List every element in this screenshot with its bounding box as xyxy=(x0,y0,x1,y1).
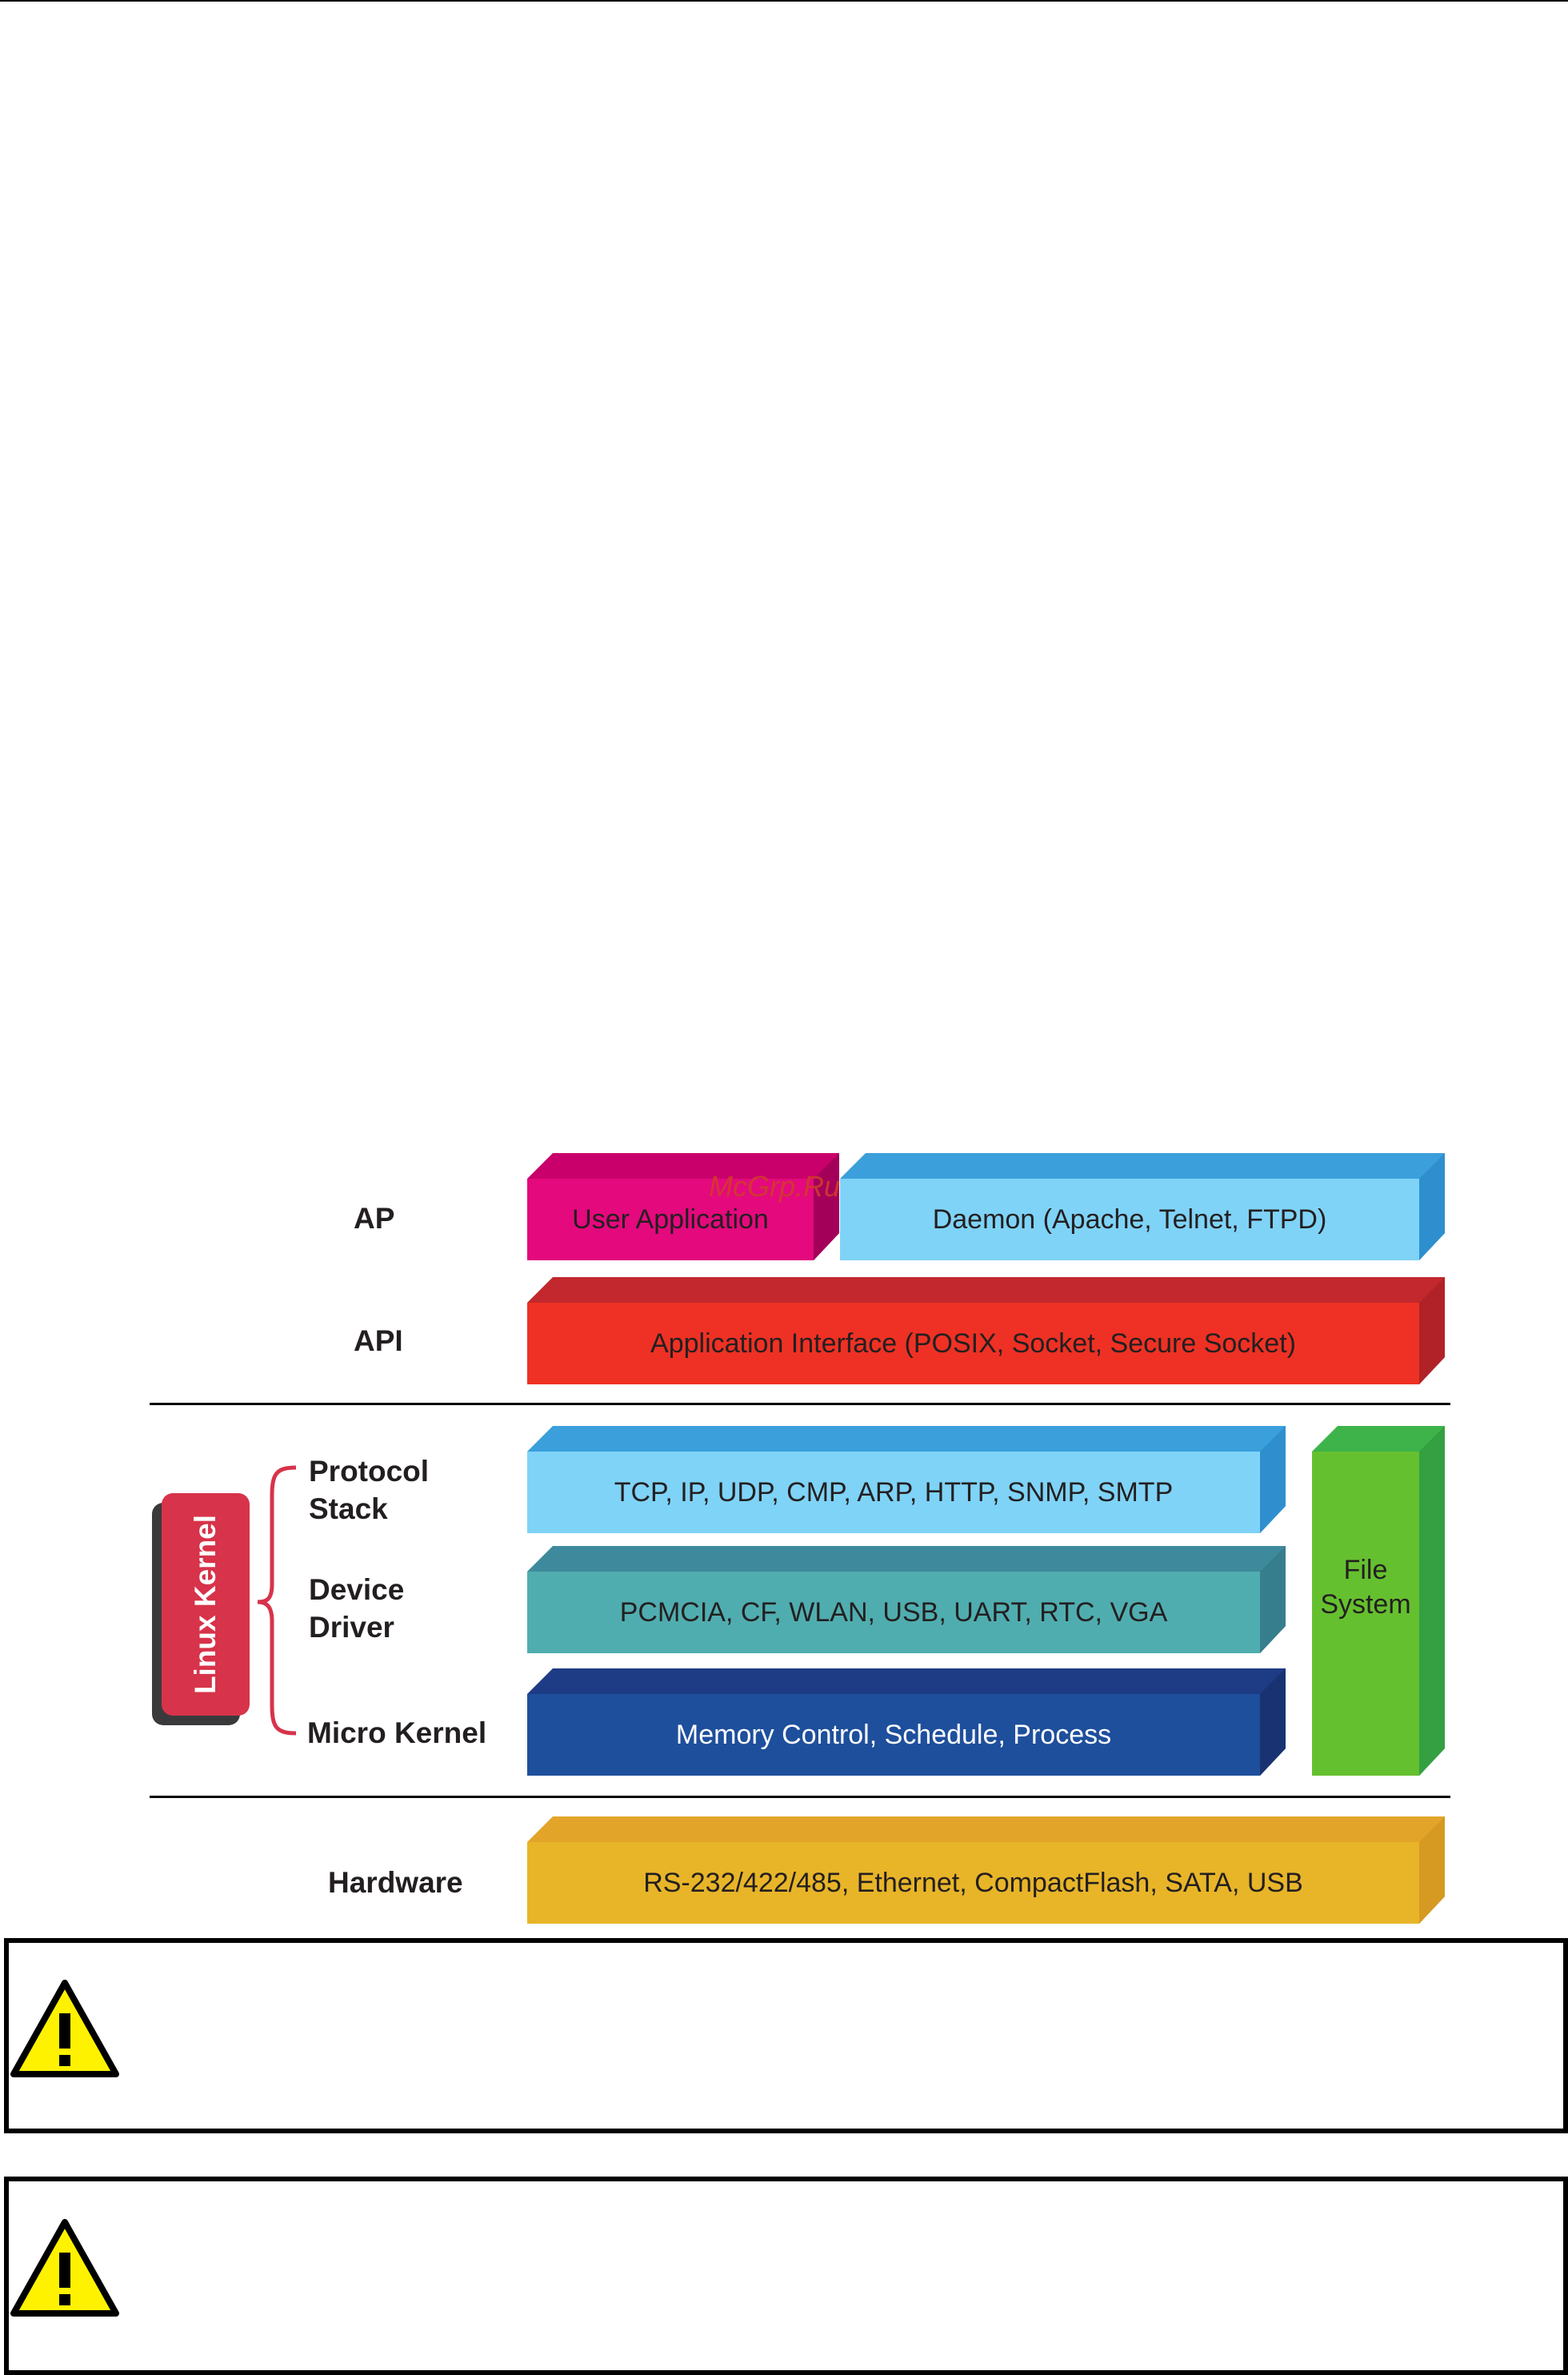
protocol-stack-text: TCP, IP, UDP, CMP, ARP, HTTP, SNMP, SMTP xyxy=(614,1476,1174,1508)
linux-kernel-badge: Linux Kernel xyxy=(152,1493,251,1725)
micro-kernel-block: Memory Control, Schedule, Process xyxy=(527,1668,1286,1776)
daemon-block: Daemon (Apache, Telnet, FTPD) xyxy=(840,1153,1445,1260)
top-rule xyxy=(0,0,1568,2)
user-application-block: User Application xyxy=(527,1153,839,1260)
micro-kernel-text: Memory Control, Schedule, Process xyxy=(675,1719,1112,1750)
device-driver-text: PCMCIA, CF, WLAN, USB, UART, RTC, VGA xyxy=(619,1596,1168,1628)
application-interface-block: Application Interface (POSIX, Socket, Se… xyxy=(527,1277,1445,1384)
warning-icon xyxy=(10,2219,119,2317)
file-system-text: File System xyxy=(1320,1555,1411,1620)
hardware-text: RS-232/422/485, Ethernet, CompactFlash, … xyxy=(643,1867,1303,1898)
daemon-text: Daemon (Apache, Telnet, FTPD) xyxy=(932,1204,1327,1235)
layer-label-micro-kernel: Micro Kernel xyxy=(307,1716,487,1749)
kernel-brace xyxy=(257,1465,297,1736)
device-driver-block: PCMCIA, CF, WLAN, USB, UART, RTC, VGA xyxy=(527,1546,1286,1653)
layer-label-api: API xyxy=(354,1324,403,1357)
layer-label-device-driver: Device Driver xyxy=(309,1573,405,1644)
layer-label-ap: AP xyxy=(354,1202,395,1235)
layer-label-hardware: Hardware xyxy=(328,1866,463,1899)
warning-icon xyxy=(10,1980,119,2077)
note-box-2 xyxy=(4,2177,1568,2375)
file-system-block: File System xyxy=(1312,1426,1445,1776)
separator-rule-top xyxy=(150,1403,1450,1405)
user-application-text: User Application xyxy=(572,1204,769,1235)
protocol-stack-block: TCP, IP, UDP, CMP, ARP, HTTP, SNMP, SMTP xyxy=(527,1426,1286,1533)
hardware-block: RS-232/422/485, Ethernet, CompactFlash, … xyxy=(527,1816,1445,1924)
layer-label-protocol-stack: Protocol Stack xyxy=(309,1455,430,1525)
separator-rule-bottom xyxy=(150,1796,1450,1798)
linux-kernel-label: Linux Kernel xyxy=(189,1514,222,1695)
note-box-1 xyxy=(4,1938,1568,2133)
application-interface-text: Application Interface (POSIX, Socket, Se… xyxy=(650,1328,1296,1359)
watermark: McGrp.Ru xyxy=(709,1170,841,1203)
